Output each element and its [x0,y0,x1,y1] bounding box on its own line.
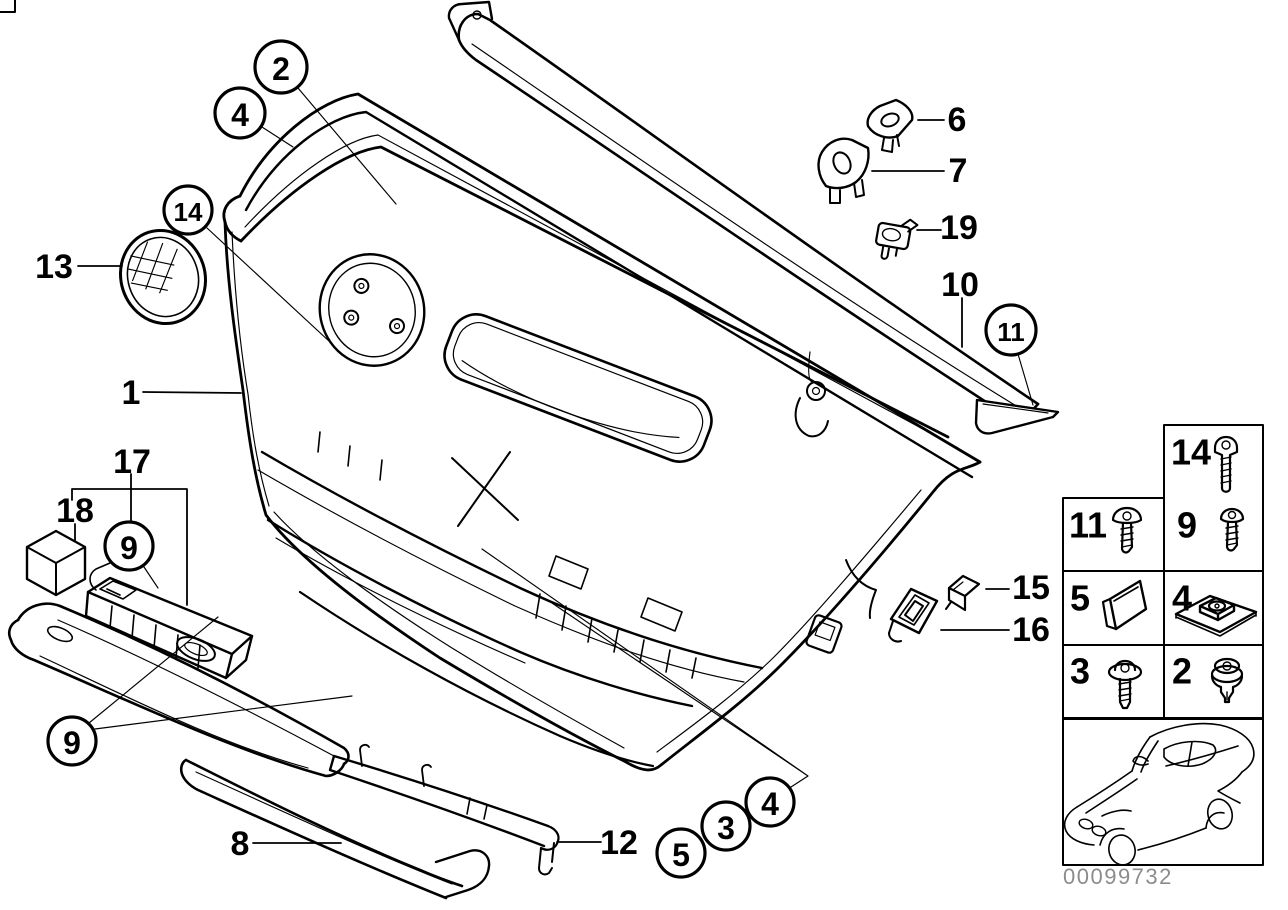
svg-text:14: 14 [1171,432,1211,473]
svg-text:11: 11 [997,317,1025,347]
svg-text:16: 16 [1012,611,1050,649]
foam-cube-part18 [25,529,87,597]
svg-text:3: 3 [1070,651,1090,692]
svg-text:15: 15 [1012,569,1050,607]
callout-10[interactable]: 10 [941,266,979,304]
callout-17[interactable]: 17 [113,443,151,481]
svg-text:9: 9 [1177,505,1197,546]
svg-text:9: 9 [63,725,81,761]
legend-table: 14 11 9 5 [1062,424,1264,889]
callout-14[interactable]: 14 [162,184,214,236]
vehicle-thumbnail [1062,718,1264,866]
panel-details [794,351,877,654]
speaker-mount [318,253,426,367]
clip-part15 [945,574,981,612]
oval-head-screw-icon [1111,506,1143,554]
bracket-part7 [817,137,870,204]
sill-end-cap-part11 [974,398,1060,435]
armrest-structure [257,431,764,768]
callout-12[interactable]: 12 [600,824,638,862]
callout-4[interactable]: 4 [213,86,267,140]
svg-text:9: 9 [120,530,138,566]
callout-4b[interactable]: 4 [744,776,796,828]
svg-text:11: 11 [1069,505,1107,546]
callout-7[interactable]: 7 [949,152,968,190]
callout-3[interactable]: 3 [700,800,752,852]
leader-lines-thin [88,87,1034,813]
callout-13[interactable]: 13 [35,248,73,286]
svg-text:10: 10 [941,266,979,304]
callout-6[interactable]: 6 [948,101,967,139]
callout-11[interactable]: 11 [984,303,1038,357]
svg-text:4: 4 [1172,578,1192,619]
cage-nut-icon [1174,594,1258,637]
sedan-silhouette-icon [1063,722,1255,866]
armrest-finisher-part8 [179,758,491,900]
callout-8[interactable]: 8 [231,825,250,863]
top-roll-trim [222,92,982,479]
callout-9-upper[interactable]: 9 [103,520,155,572]
callouts: 2 4 14 13 1 17 18 9 9 8 [35,39,1050,879]
carrier-strip-part12 [328,743,560,876]
svg-text:8: 8 [231,825,250,863]
callout-19[interactable]: 19 [940,209,978,247]
switch-pack-part17 [84,562,254,680]
callout-15[interactable]: 15 [1012,569,1050,607]
svg-text:1: 1 [122,374,141,412]
clip-part19 [875,218,919,260]
callout-5[interactable]: 5 [655,827,707,879]
svg-text:18: 18 [56,492,94,530]
window-sill-trim-part10 [447,0,1040,426]
legend-cell-5[interactable]: 5 [1070,578,1148,631]
leader-lines [71,119,1010,844]
bracket-part6 [866,98,914,153]
svg-text:17: 17 [113,443,151,481]
bracket-part16 [888,587,939,643]
svg-text:3: 3 [717,810,735,846]
callout-2[interactable]: 2 [253,39,309,95]
legend-cell-3[interactable]: 3 [1070,651,1143,710]
pan-head-screw-icon [1219,507,1245,552]
legend-cell-2[interactable]: 2 [1172,651,1244,704]
crop-corner-mark [0,0,16,13]
svg-text:5: 5 [1070,578,1090,619]
callout-9-lower[interactable]: 9 [46,715,98,767]
svg-text:4: 4 [761,786,779,822]
svg-text:4: 4 [231,97,249,133]
callout-18[interactable]: 18 [56,492,94,530]
door-pull-opening [443,313,713,463]
svg-text:7: 7 [949,152,968,190]
legend-cell-11[interactable]: 11 [1069,505,1143,554]
svg-text:13: 13 [35,248,73,286]
square-clip-icon [1101,579,1148,631]
legend-cell-4[interactable]: 4 [1172,578,1258,637]
svg-text:6: 6 [948,101,967,139]
legend-cell-14[interactable]: 14 [1171,432,1239,493]
svg-text:14: 14 [174,197,203,227]
long-pan-head-screw-icon [1213,435,1239,493]
svg-text:5: 5 [672,837,690,873]
plastic-rivet-icon [1210,657,1244,704]
callout-16[interactable]: 16 [1012,611,1050,649]
svg-text:2: 2 [1172,651,1192,692]
door-trim-panel-part1 [223,220,982,772]
svg-text:2: 2 [272,51,290,87]
speaker-grille-part13 [118,228,208,326]
svg-text:12: 12 [600,824,638,862]
svg-text:19: 19 [940,209,978,247]
washer-head-screw-icon [1107,659,1143,710]
stamp-number: 00099732 [1063,864,1173,889]
callout-1[interactable]: 1 [122,374,141,412]
legend-cell-9[interactable]: 9 [1177,505,1245,552]
